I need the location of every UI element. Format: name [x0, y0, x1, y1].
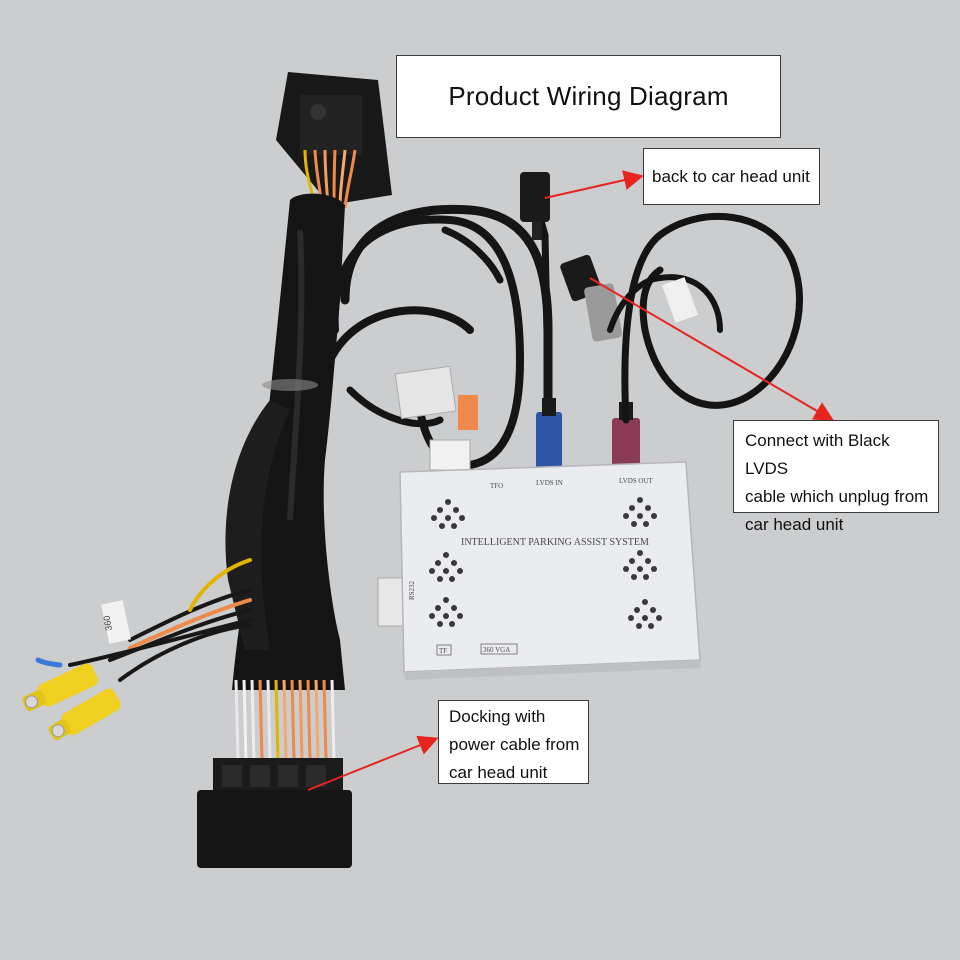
arrow-head-unit [544, 170, 644, 199]
diagram-title: Product Wiring Diagram [396, 55, 781, 138]
callout-head-unit: back to car head unit [643, 148, 820, 205]
port-360-vga: 360 VGA [483, 646, 510, 654]
port-lvds-in: LVDS IN [536, 479, 563, 487]
cable-label-tag [661, 277, 699, 323]
vent-holes [429, 497, 662, 629]
callout-arrows [307, 170, 835, 791]
wire-tag-text: 360 [102, 615, 114, 632]
arrow-power [307, 735, 439, 791]
rca-wire-bundle [35, 558, 252, 682]
braided-harness [225, 193, 345, 690]
bottom-wire-fan [234, 679, 336, 761]
lvds-black-cable-loop [607, 213, 803, 424]
port-top-left: TFO [490, 482, 503, 490]
head-unit-plug [520, 172, 550, 240]
callout-lvds: Connect with Black LVDS cable which unpl… [733, 420, 939, 534]
port-lvds-out: LVDS OUT [619, 477, 653, 485]
interface-module: INTELLIGENT PARKING ASSIST SYSTEM LVDS I… [399, 461, 701, 680]
white-plug-connectors [377, 365, 478, 627]
lvds-in-plug [536, 398, 562, 470]
port-tf: TF [439, 647, 447, 655]
top-harness-connector [276, 72, 392, 205]
rca-yellow-connectors [22, 663, 121, 741]
wire-tag-label: 360 [101, 600, 131, 644]
arrow-lvds [589, 277, 835, 422]
bottom-harness-connector [197, 758, 352, 868]
callout-power: Docking with power cable from car head u… [438, 700, 589, 784]
module-name: INTELLIGENT PARKING ASSIST SYSTEM [461, 537, 649, 548]
port-side: RS232 [408, 580, 416, 600]
